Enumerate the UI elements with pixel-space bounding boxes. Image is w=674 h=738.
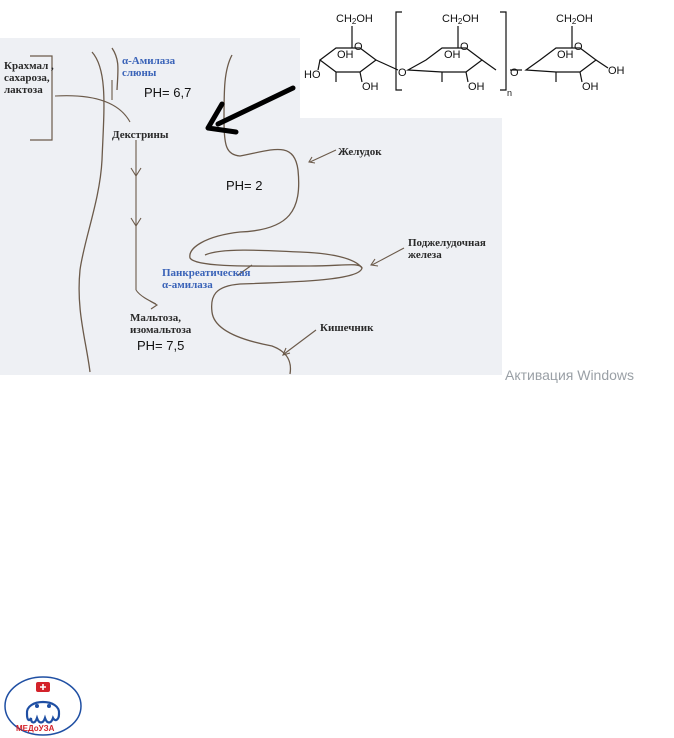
glucose-ring-2 bbox=[405, 47, 483, 73]
ring-2-oh-bond-right bbox=[465, 71, 469, 83]
medouza-logo bbox=[4, 676, 82, 736]
ring-oxygen-2: O bbox=[460, 41, 469, 53]
logo-ring bbox=[4, 676, 82, 736]
flow-arrowhead-1 bbox=[130, 167, 142, 178]
tract-left-wall bbox=[78, 51, 105, 373]
maltose-label: Мальтоза, изомальтоза bbox=[130, 312, 192, 336]
stomach-pointer-head bbox=[308, 156, 316, 164]
ring-3-oh-bond-right bbox=[579, 71, 583, 83]
stomach-pointer bbox=[309, 149, 337, 163]
stomach-label: Желудок bbox=[338, 146, 382, 158]
oh-label-3a: OH bbox=[557, 49, 574, 61]
repeat-bracket-right bbox=[500, 11, 507, 91]
pancreatic-amylase-label: Панкреатическая α-амилаза bbox=[162, 267, 251, 291]
logo-octopus-icon bbox=[25, 701, 61, 724]
ph-stomach-label: PH= 2 bbox=[226, 178, 263, 193]
salivary-amylase-label: α-Амилаза слюны bbox=[122, 55, 176, 79]
pancreas-label: Поджелудочная железа bbox=[408, 237, 486, 261]
repeat-index: n bbox=[507, 88, 513, 98]
windows-activation-watermark: Активация Windows bbox=[505, 367, 635, 383]
ring-3-oh-bond-end bbox=[595, 59, 609, 69]
pancreatic-pointer bbox=[237, 264, 253, 276]
oh-label-3b: OH bbox=[582, 81, 599, 93]
pancreas-pointer bbox=[371, 247, 405, 266]
dextrins-label: Декстрины bbox=[112, 129, 169, 141]
ring-1-oh-bond-right bbox=[359, 71, 363, 83]
ring-oxygen-3: O bbox=[574, 41, 583, 53]
polysaccharide-formula-panel bbox=[300, 0, 674, 118]
logo-cross-icon bbox=[40, 684, 46, 690]
oh-label-1b: OH bbox=[362, 81, 379, 93]
ring-oxygen-1: O bbox=[354, 41, 363, 53]
glucose-ring-3 bbox=[524, 47, 597, 73]
pancreas-pointer-head bbox=[370, 258, 379, 267]
intestine-label: Кишечник bbox=[320, 322, 374, 334]
big-arrow-shaft bbox=[215, 85, 296, 127]
ch2oh-label-2: CH2OH bbox=[442, 13, 479, 27]
big-arrow-head bbox=[205, 101, 239, 135]
flow-line-starch bbox=[54, 95, 131, 123]
intestine-pointer-head bbox=[282, 347, 291, 356]
ph-mouth-label: PH= 6,7 bbox=[144, 85, 192, 100]
glycosidic-bond-1 bbox=[375, 59, 399, 71]
logo-eye-left bbox=[35, 704, 39, 708]
glycosidic-bond-2 bbox=[481, 59, 497, 71]
oh-label-end: OH bbox=[608, 65, 625, 77]
repeat-bracket-left bbox=[395, 11, 402, 91]
ch2oh-label-1: CH2OH bbox=[336, 13, 373, 27]
link-oxygen-1: O bbox=[398, 67, 407, 79]
logo-eye-right bbox=[47, 704, 51, 708]
oh-label-2a: OH bbox=[444, 49, 461, 61]
intestine-pointer bbox=[283, 329, 317, 355]
intestine-outline bbox=[204, 249, 363, 375]
ho-label-1: HO bbox=[304, 69, 321, 81]
starch-bracket bbox=[30, 55, 53, 141]
logo-text: МЕДоУЗА bbox=[16, 724, 55, 733]
starch-label: Крахмал , сахароза, лактоза bbox=[4, 60, 54, 96]
oh-label-1a: OH bbox=[337, 49, 354, 61]
mouth-wall bbox=[111, 47, 119, 91]
link-oxygen-2: O bbox=[510, 67, 519, 79]
ring-1-ho-bond bbox=[317, 59, 321, 71]
flow-arrowhead-2 bbox=[130, 217, 142, 228]
flow-arrowhead-3 bbox=[149, 300, 159, 310]
ph-intestine-label: PH= 7,5 bbox=[137, 338, 185, 353]
ch2oh-label-3: CH2OH bbox=[556, 13, 593, 27]
oh-label-2b: OH bbox=[468, 81, 485, 93]
